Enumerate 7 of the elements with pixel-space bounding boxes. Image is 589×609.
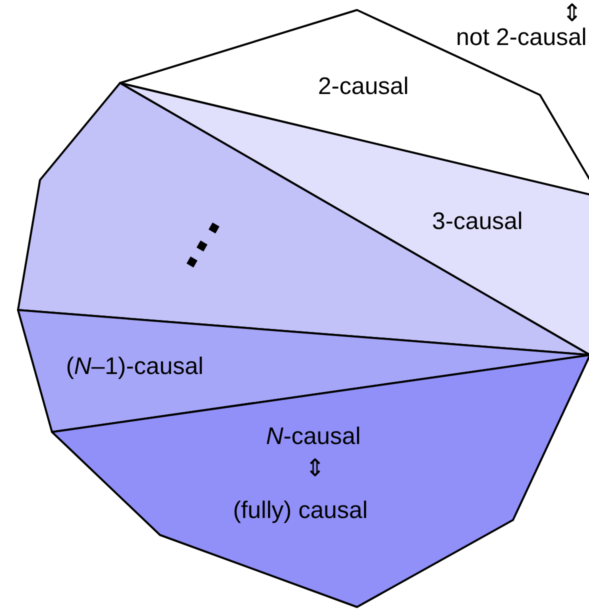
region-label: (fully) causal [233, 496, 368, 526]
region-polygon [52, 355, 589, 607]
region-label: (N–1)-causal [66, 352, 204, 382]
region-label: 2-causal [318, 72, 409, 102]
region-label: ⇕ [305, 454, 325, 484]
region-label: N-causal [266, 422, 361, 452]
region-label: 3-causal [432, 207, 523, 237]
